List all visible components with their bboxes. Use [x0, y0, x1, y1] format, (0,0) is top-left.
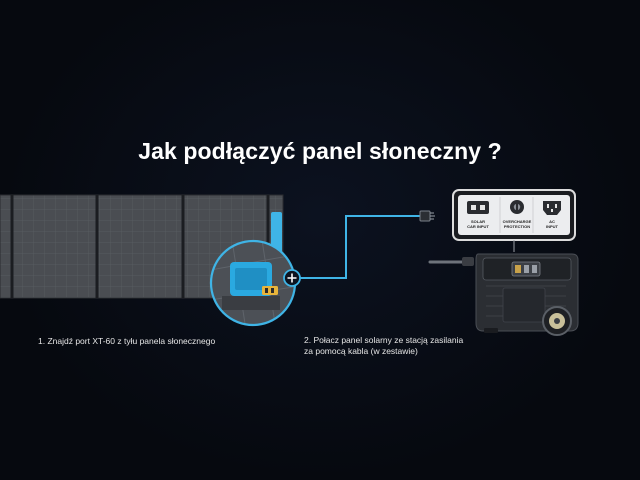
ac-socket-icon [543, 201, 561, 215]
ac-input-port: AC INPUT [543, 201, 561, 229]
magnifier-lens [209, 239, 301, 327]
page-title: Jak podłączyć panel słoneczny ? [138, 138, 502, 164]
step-1-text: 1. Znajdź port XT-60 z tyłu panela słone… [38, 336, 216, 346]
solar-car-input-port: SOLAR CAR INPUT [467, 201, 489, 229]
xt60-port-icon [262, 286, 278, 295]
overcharge-label-2: PROTECTION [504, 224, 530, 229]
step-2-line-1: 2. Połacz panel solarny ze stacją zasila… [304, 335, 464, 345]
panel-junction-box [271, 212, 282, 256]
power-station [428, 253, 579, 336]
ac-label: AC [549, 219, 555, 224]
overcharge-label: OVERCHARGE [503, 219, 532, 224]
station-port-panel: SOLAR CAR INPUT OVERCHARGE PROTECTION AC… [452, 189, 576, 241]
ac-label-2: INPUT [546, 224, 559, 229]
solar-port-icon [467, 201, 489, 214]
step-2-line-2: za pomocą kabla (w zestawie) [304, 346, 418, 356]
step-2-text: 2. Połacz panel solarny ze stacją zasila… [304, 335, 504, 357]
solar-port-label-2: CAR INPUT [467, 224, 489, 229]
overcharge-protection-port: OVERCHARGE PROTECTION [503, 200, 532, 229]
solar-port-label: SOLAR [471, 219, 485, 224]
cable-plug-icon [419, 210, 431, 222]
cable [300, 210, 435, 279]
